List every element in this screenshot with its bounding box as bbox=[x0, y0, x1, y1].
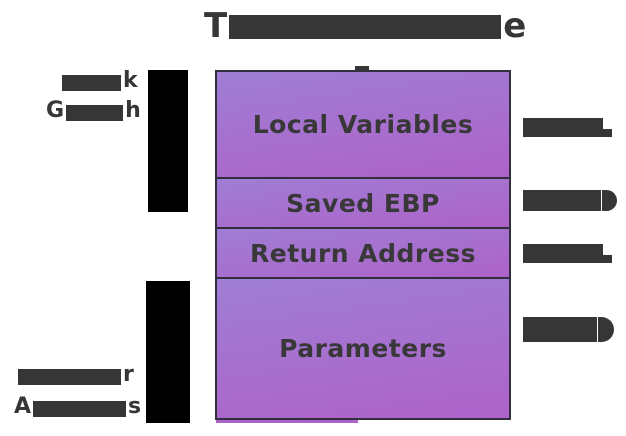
title-visible-prefix: T bbox=[204, 6, 228, 46]
stack-growth-line2-suffix: h bbox=[125, 98, 141, 123]
stack-section-saved-ebp: Saved EBP bbox=[217, 177, 509, 227]
higher-addresses-line2-suffix: s bbox=[128, 394, 142, 419]
higher-addresses-label: r A s bbox=[14, 360, 141, 422]
higher-addresses-line2-prefix: A bbox=[14, 394, 32, 419]
redacted-label-3-glyph-remnant bbox=[602, 255, 612, 263]
higher-addresses-line1-suffix: r bbox=[123, 362, 134, 387]
higher-addresses-line2: A s bbox=[14, 392, 141, 422]
higher-addresses-line1-redaction-bar bbox=[18, 369, 121, 385]
stack-growth-label: k G h bbox=[46, 66, 141, 126]
stack-section-parameters: Parameters bbox=[217, 277, 509, 418]
title-redaction-bar bbox=[229, 15, 502, 39]
higher-addresses-line1: r bbox=[18, 360, 141, 390]
stack-section-return-address: Return Address bbox=[217, 227, 509, 277]
stack-frame-box: Local Variables Saved EBP Return Address… bbox=[215, 70, 511, 420]
box-top-pointer-remnant bbox=[355, 66, 369, 71]
box-bottom-edge-artifact bbox=[216, 420, 358, 423]
stack-section-label: Local Variables bbox=[252, 110, 474, 139]
title-visible-suffix: e bbox=[503, 6, 527, 46]
redacted-address-label-4 bbox=[523, 317, 614, 342]
redacted-address-label-1 bbox=[523, 118, 612, 137]
stack-growth-line2: G h bbox=[46, 96, 141, 126]
redacted-address-label-2 bbox=[523, 190, 617, 211]
stack-growth-line1-suffix: k bbox=[123, 68, 138, 93]
higher-addresses-line2-redaction-bar bbox=[33, 401, 127, 417]
stack-growth-line1-redaction-bar bbox=[62, 75, 121, 91]
stack-section-label: Parameters bbox=[279, 334, 447, 363]
stack-section-local-variables: Local Variables bbox=[217, 72, 509, 177]
redacted-label-4-glyph-remnant bbox=[598, 317, 614, 342]
diagram-title: T e bbox=[204, 8, 526, 44]
redacted-address-label-3 bbox=[523, 244, 612, 263]
redacted-label-1-glyph-remnant bbox=[602, 129, 612, 137]
higher-addresses-arrow-redaction bbox=[146, 281, 190, 423]
stack-section-label: Saved EBP bbox=[286, 188, 440, 218]
stack-growth-arrow-redaction bbox=[148, 70, 188, 212]
stack-growth-line2-redaction-bar bbox=[66, 105, 124, 121]
stack-section-label: Return Address bbox=[250, 238, 476, 268]
stack-growth-line2-prefix: G bbox=[46, 98, 65, 123]
stack-growth-line1: k bbox=[62, 66, 141, 96]
redacted-label-2-glyph-remnant bbox=[602, 190, 617, 211]
